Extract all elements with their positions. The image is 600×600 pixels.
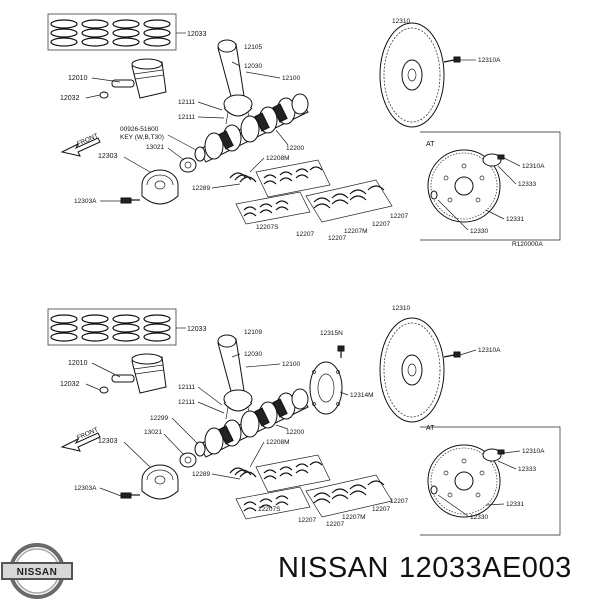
label-plate-bolt-2: 12310A [522, 448, 545, 455]
label-rings: 12033 [187, 31, 207, 38]
nissan-logo: NISSAN [1, 543, 73, 599]
label-brg-e-2: 12207 [390, 498, 408, 505]
label-crank-2: 12200 [286, 429, 304, 436]
label-brg-e: 12207 [390, 213, 408, 220]
label-brg-a-2: 12207 [298, 517, 316, 524]
label-sprocket: 13021 [146, 144, 164, 151]
label-fly-bolt: 12310A [478, 57, 501, 64]
label-piston-2: 12010 [68, 360, 88, 367]
label-rod-nut: 12111 [178, 99, 195, 106]
logo-text: NISSAN [17, 567, 58, 578]
label-seal-bolt: 12315N [320, 330, 343, 337]
diagram-bottom-labels: 12033 12010 12032 12109 12030 12100 1211… [60, 305, 545, 528]
label-brg-a: 12207 [296, 231, 314, 238]
label-pin: 12032 [60, 95, 80, 102]
label-sprocket-2: 13021 [144, 429, 162, 436]
label-rod-bolt-2: 12030 [244, 351, 262, 358]
label-rod: 12105 [244, 44, 262, 51]
label-rod-bolt: 12030 [244, 63, 262, 70]
label-seal: 12314M [350, 392, 374, 399]
label-plate-2: 12333 [518, 466, 536, 473]
label-brg-b-2: 12207 [326, 521, 344, 528]
label-brg-d: 12207 [372, 221, 390, 228]
label-piston: 12010 [68, 75, 88, 82]
label-rod-bearing: 12111 [178, 114, 195, 121]
label-rings-2: 12033 [187, 326, 207, 333]
label-brg-lower: 12207S [256, 224, 279, 231]
caption-part-number: 12033AE003 [398, 552, 572, 584]
rear-seal [309, 361, 343, 415]
label-drive-plate: 12331 [506, 216, 524, 223]
label-brg-d-2: 12207 [372, 506, 390, 513]
caption-brand: NISSAN [278, 552, 389, 584]
label-rod-nut-2: 12111 [178, 384, 195, 391]
label-plate-bolt: 12310A [522, 163, 545, 170]
label-drive-plate-2: 12331 [506, 501, 524, 508]
label-thrust-2: 12208M [266, 439, 290, 446]
label-thrust: 12208M [266, 155, 290, 162]
label-pulley-2: 12303 [98, 438, 118, 445]
label-pulley-bolt-2: 12303A [74, 485, 97, 492]
label-rod-assy: 12100 [282, 75, 300, 82]
label-pin-2: 12032 [60, 381, 80, 388]
label-crank: 12200 [286, 145, 304, 152]
label-key: 00926-51600 [120, 126, 159, 133]
label-ring-2: 12330 [470, 514, 488, 521]
diagram-top-labels: 12033 12010 12032 12105 12030 12100 1211… [60, 18, 545, 248]
label-rod-2: 12109 [244, 329, 262, 336]
diagram-top: 12033 12010 12032 12105 12030 12100 1211… [47, 13, 561, 248]
label-plate: 12333 [518, 181, 536, 188]
label-brg-upper-2: 12289 [192, 471, 210, 478]
part-caption: NISSAN 12033AE003 [278, 552, 582, 585]
label-fly-bolt-2: 12310A [478, 347, 501, 354]
label-brg-lower-2: 12207S [258, 506, 281, 513]
label-ref: R120000A [512, 241, 543, 248]
label-key-2: 12299 [150, 415, 168, 422]
label-ring: 12330 [470, 228, 488, 235]
label-pulley: 12303 [98, 153, 118, 160]
label-brg-upper: 12289 [192, 185, 210, 192]
label-rod-bearing-2: 12111 [178, 399, 195, 406]
label-rod-assy-2: 12100 [282, 361, 300, 368]
label-flywheel: 12310 [392, 18, 410, 25]
label-at: AT [426, 141, 435, 148]
diagram-bottom: 12033 12010 12032 12109 12030 12100 1211… [47, 305, 561, 536]
label-brg-c: 12207M [344, 228, 368, 235]
label-pulley-bolt: 12303A [74, 198, 97, 205]
label-key2: KEY (W,B,T30) [120, 134, 164, 141]
label-flywheel-2: 12310 [392, 305, 410, 312]
label-brg-b: 12207 [328, 235, 346, 242]
label-brg-c-2: 12207M [342, 514, 366, 521]
label-at-2: AT [426, 425, 435, 432]
